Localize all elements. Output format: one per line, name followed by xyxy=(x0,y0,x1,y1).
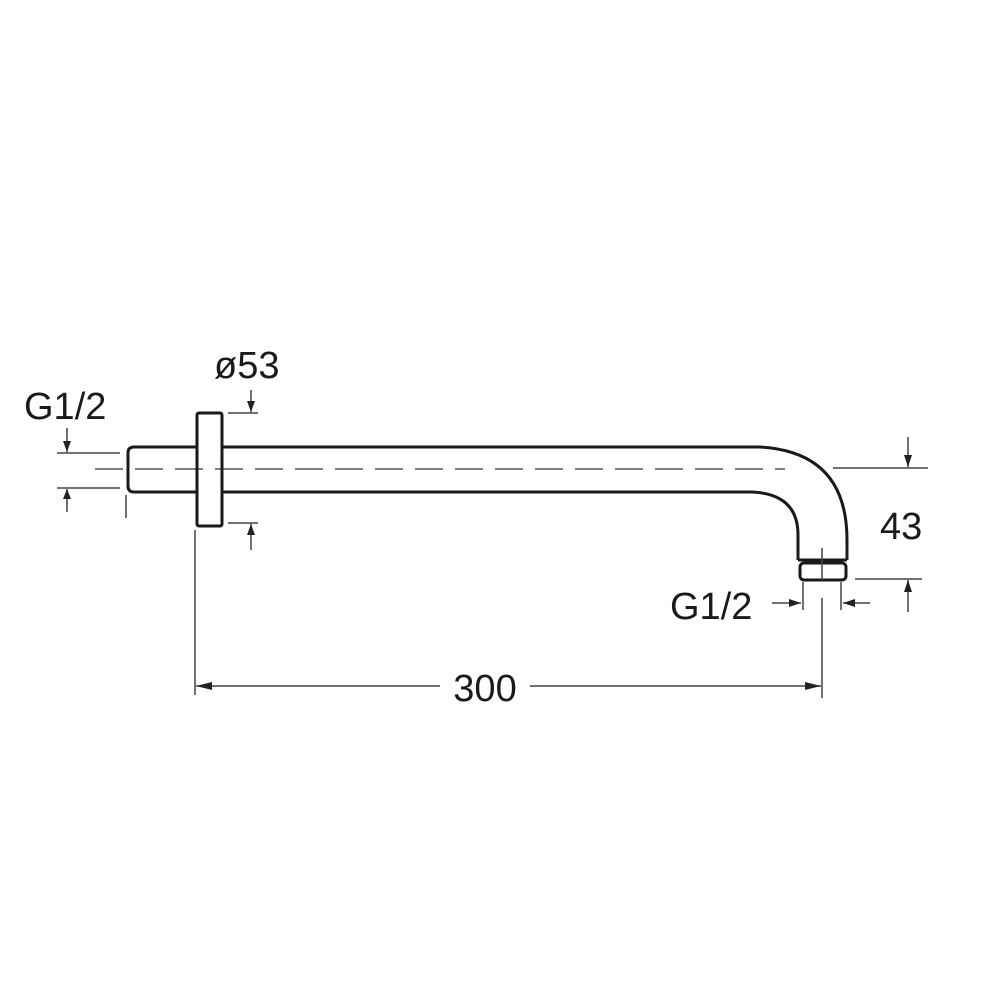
arrow-left-icon xyxy=(843,599,855,607)
arrow-up-icon xyxy=(904,580,912,592)
arm-inner xyxy=(222,490,800,560)
dim-outlet-ext xyxy=(802,548,842,698)
arrow-right-icon xyxy=(805,682,821,690)
arrow-right-icon xyxy=(789,599,801,607)
arrow-down-icon xyxy=(63,441,71,452)
wall-flange xyxy=(195,411,224,528)
inlet-thread-label: G1/2 xyxy=(24,386,106,428)
arrow-up-icon xyxy=(247,524,255,535)
outlet-thread xyxy=(798,561,848,582)
arrow-up-icon xyxy=(63,489,71,499)
dim-drop-ext xyxy=(833,467,928,580)
inlet-nipple xyxy=(126,445,197,494)
arrow-left-icon xyxy=(196,682,212,690)
dim-flange-ext xyxy=(228,412,258,524)
arm-outer xyxy=(222,445,849,560)
drop-height-label: 43 xyxy=(880,506,922,548)
arrow-down-icon xyxy=(247,401,255,412)
arrow-down-icon xyxy=(904,455,912,467)
arm-length-label: 300 xyxy=(453,668,516,710)
dim-inlet-ext xyxy=(57,452,127,518)
flange-diameter-label: ø53 xyxy=(214,345,279,387)
outlet-thread-label: G1/2 xyxy=(670,586,752,628)
